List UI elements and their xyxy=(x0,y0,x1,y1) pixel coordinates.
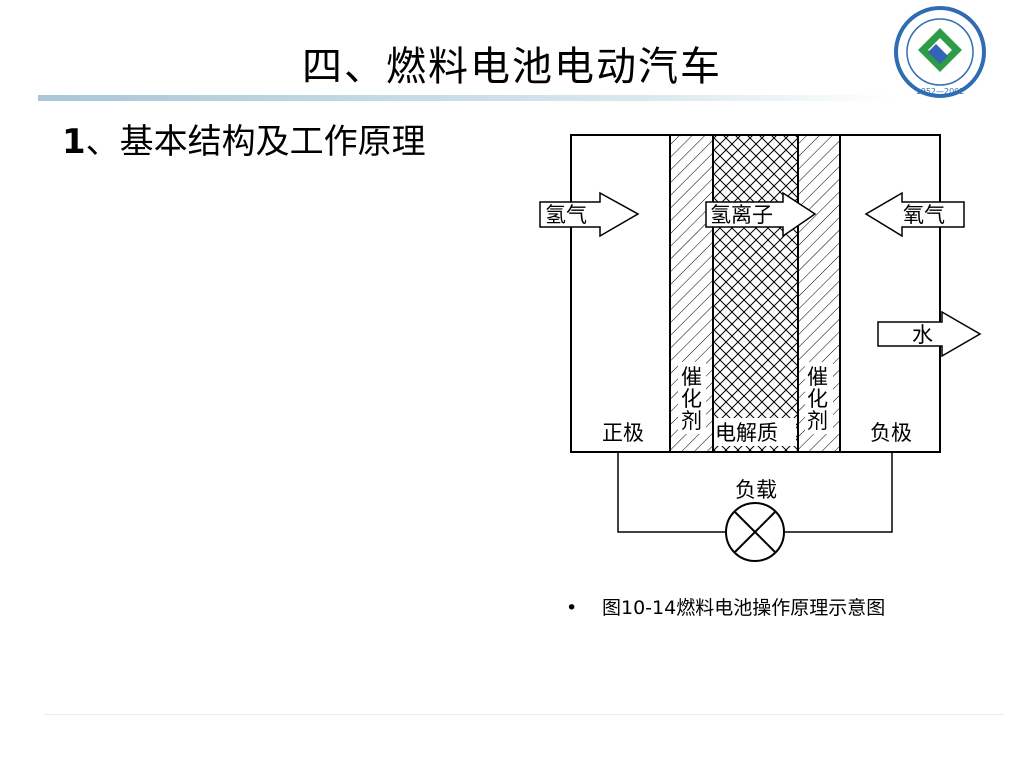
caption-text: 图10-14燃料电池操作原理示意图 xyxy=(602,597,886,619)
catalyst-right-char-2: 化 xyxy=(807,387,828,411)
page-title: 四、燃料电池电动汽车 xyxy=(302,44,722,90)
catalyst-left-char-3: 剂 xyxy=(681,409,702,433)
catalyst-left-char-2: 化 xyxy=(681,387,702,411)
external-circuit-wire xyxy=(617,452,726,533)
fuel-cell-diagram: 氢气 氢离子 氧气 水 催 化 剂 催 化 剂 正极 电解质 负极 负载 xyxy=(539,134,982,562)
university-logo: 1952—2002 xyxy=(894,6,986,98)
electrolyte-layer xyxy=(713,135,798,452)
water-arrow xyxy=(877,310,982,358)
electrolyte-label: 电解质 xyxy=(715,421,778,445)
hydrogen-ion-label: 氢离子 xyxy=(710,203,773,227)
svg-text:1952—2002: 1952—2002 xyxy=(916,87,965,96)
catalyst-left-char-1: 催 xyxy=(681,365,702,389)
cell-frame xyxy=(570,134,941,453)
section-heading-text: 、基本结构及工作原理 xyxy=(85,122,426,162)
catalyst-right-char-3: 剂 xyxy=(807,409,828,433)
water-label: 水 xyxy=(912,323,933,347)
hydrogen-ion-arrow xyxy=(705,191,817,238)
caption-bullet: • xyxy=(566,597,578,619)
section-heading: 1、基本结构及工作原理 xyxy=(62,114,426,163)
title-divider xyxy=(38,95,898,101)
figure-caption: • 图10-14燃料电池操作原理示意图 xyxy=(566,593,885,620)
cathode-label: 负极 xyxy=(870,421,912,445)
hydrogen-arrow xyxy=(539,191,640,238)
footer-divider xyxy=(44,714,1004,715)
anode-label: 正极 xyxy=(602,421,644,445)
load-label: 负载 xyxy=(735,478,777,502)
catalyst-right-char-1: 催 xyxy=(807,365,828,389)
load-lamp-symbol xyxy=(725,502,785,562)
hydrogen-label: 氢气 xyxy=(545,203,587,227)
section-number: 1 xyxy=(62,122,86,162)
oxygen-arrow xyxy=(864,191,965,238)
oxygen-label: 氧气 xyxy=(903,203,945,227)
